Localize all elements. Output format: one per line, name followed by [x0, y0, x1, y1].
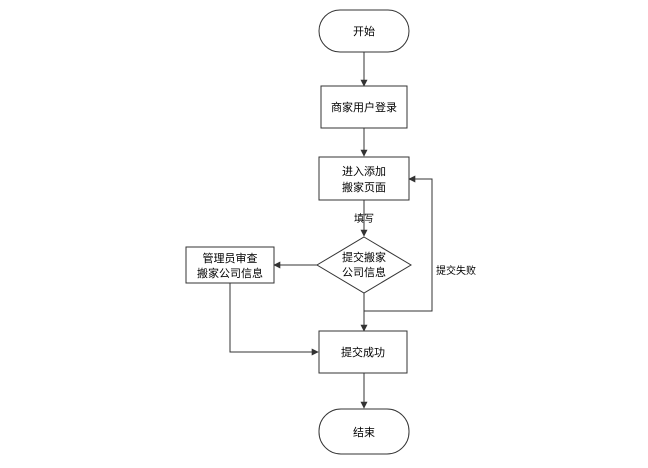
admin-review-label-line1: 管理员审查	[203, 251, 258, 265]
submit-success-process-shape	[318, 330, 408, 374]
node-submit-success: 提交成功	[318, 330, 408, 374]
submit-success-label: 提交成功	[341, 345, 385, 359]
enter-page-label-line2: 搬家页面	[342, 180, 386, 194]
enter-page-process-shape	[318, 156, 410, 201]
start-label: 开始	[353, 24, 375, 38]
start-terminal-shape	[318, 9, 410, 53]
submit-decision-shape	[316, 236, 412, 294]
login-label: 商家用户登录	[331, 100, 397, 114]
node-end: 结束	[318, 408, 410, 455]
node-login: 商家用户登录	[320, 85, 408, 129]
node-enter-page: 进入添加 搬家页面	[318, 156, 410, 201]
admin-review-label-line2: 搬家公司信息	[197, 266, 263, 280]
submit-decision-label-line2: 公司信息	[342, 265, 386, 279]
admin-review-process-shape	[185, 246, 275, 284]
edge-fail-label: 提交失败	[436, 264, 476, 277]
edge-admin-to-success	[229, 283, 319, 356]
end-label: 结束	[353, 426, 375, 439]
node-admin-review: 管理员审查 搬家公司信息	[185, 246, 275, 284]
end-terminal-shape	[318, 408, 410, 455]
enter-page-label-line1: 进入添加	[342, 164, 386, 178]
connectors	[229, 52, 433, 409]
edge-fail-loop	[364, 175, 433, 312]
node-submit-decision: 提交搬家 公司信息	[316, 236, 412, 294]
node-start: 开始	[318, 9, 410, 53]
submit-decision-label-line1: 提交搬家	[342, 250, 386, 264]
edge-fill-label: 填写	[354, 212, 374, 225]
login-process-shape	[320, 85, 408, 129]
